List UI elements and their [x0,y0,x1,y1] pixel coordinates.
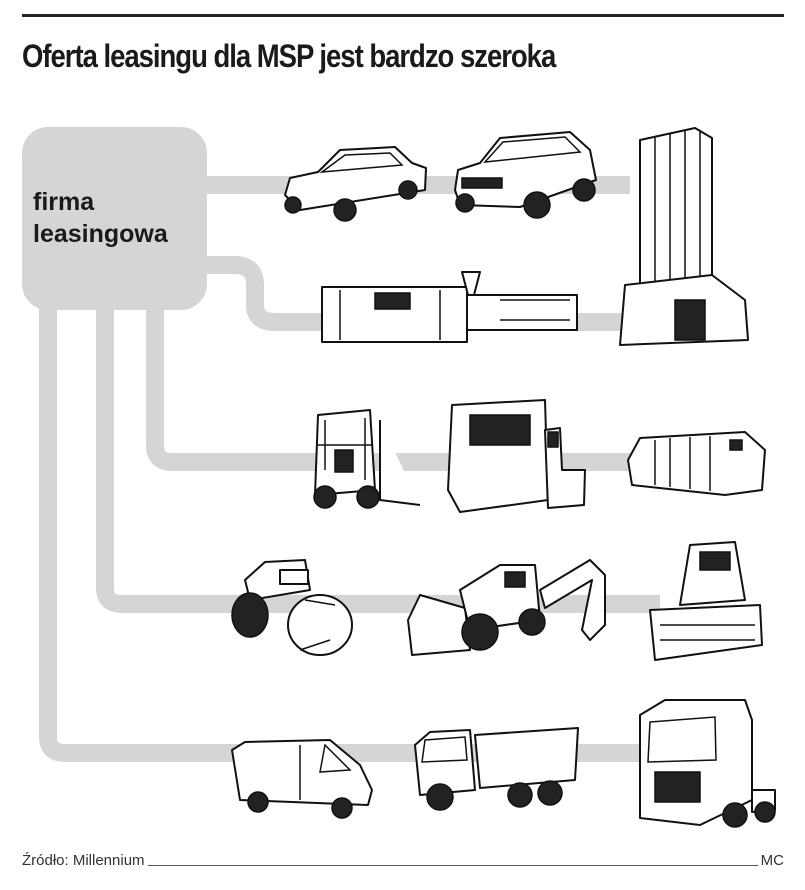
suv-icon [454,131,597,219]
footer-rule [147,865,758,866]
author-initials: MC [760,852,784,869]
source-text: Źródło: Millennium [22,852,145,869]
car-icon [284,146,427,222]
top-rule [22,14,784,17]
pipe-row-3 [146,300,640,471]
office-building-icon [619,127,749,346]
semi-truck-icon [639,699,776,828]
footer: Źródło: Millennium MC [22,852,784,869]
dump-truck-icon [414,727,579,811]
leasing-company-box [22,127,207,310]
page-title: Oferta leasingu dla MSP jest bardzo szer… [22,38,556,74]
road-roller-icon [231,559,353,656]
pipe-row-4 [96,300,660,613]
backhoe-loader-icon [407,559,606,656]
box-label: firma leasingowa [33,188,168,248]
forklift-icon [313,409,421,509]
pipe-row-2 [200,256,635,331]
injection-molding-machine-icon [321,271,578,343]
delivery-van-icon [231,739,373,819]
cnc-machine-icon [447,399,586,513]
printing-press-icon [627,431,766,496]
pipe-row-5 [39,300,650,762]
bulldozer-icon [649,541,763,661]
